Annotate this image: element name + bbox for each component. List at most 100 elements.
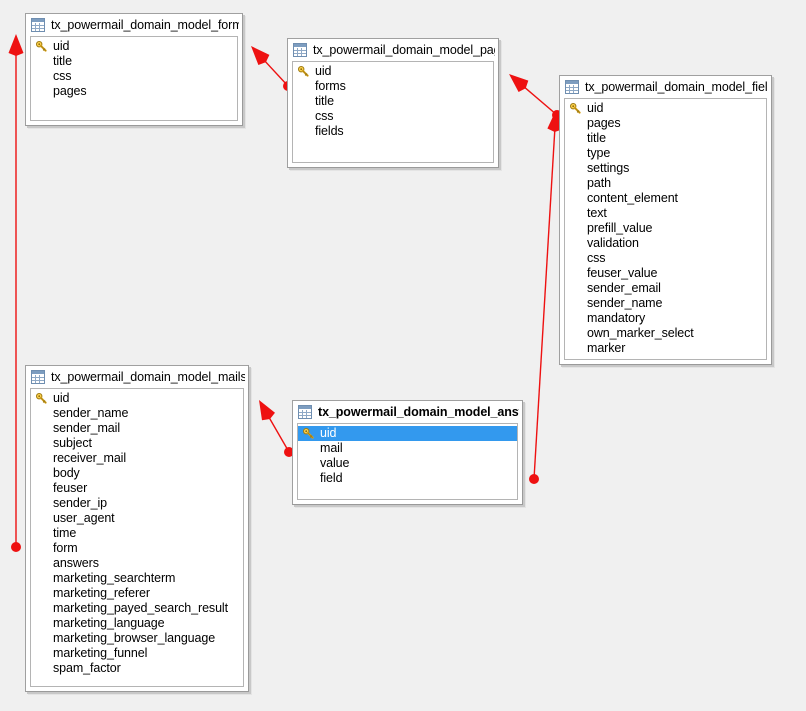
- attribute-row[interactable]: uid: [565, 101, 766, 116]
- attribute-label: answers: [53, 556, 99, 570]
- attribute-label: uid: [320, 426, 337, 440]
- attribute-label: feuser_value: [587, 266, 658, 280]
- attribute-row[interactable]: path: [565, 176, 766, 191]
- attribute-label: body: [53, 466, 80, 480]
- attribute-label: prefill_value: [587, 221, 653, 235]
- attribute-row[interactable]: value: [298, 456, 517, 471]
- attribute-row[interactable]: field: [298, 471, 517, 486]
- attribute-icon-spacer: [302, 442, 315, 455]
- entity-title: tx_powermail_domain_model_answer: [318, 405, 519, 419]
- attribute-row[interactable]: forms: [293, 79, 493, 94]
- attribute-row[interactable]: marketing_searchterm: [31, 571, 243, 586]
- primary-key-icon: [35, 40, 48, 53]
- relation-line: [518, 81, 558, 116]
- attribute-row[interactable]: validation: [565, 236, 766, 251]
- attribute-label: fields: [315, 124, 344, 138]
- attribute-row[interactable]: marketing_language: [31, 616, 243, 631]
- attribute-label: path: [587, 176, 611, 190]
- attribute-icon-spacer: [35, 70, 48, 83]
- attribute-row[interactable]: body: [31, 466, 243, 481]
- attribute-row[interactable]: spam_factor: [31, 661, 243, 676]
- attribute-row[interactable]: css: [565, 251, 766, 266]
- attribute-row[interactable]: title: [31, 54, 237, 69]
- attribute-icon-spacer: [569, 342, 582, 355]
- relation-arrowhead: [259, 400, 275, 421]
- attribute-row[interactable]: title: [565, 131, 766, 146]
- attribute-row[interactable]: user_agent: [31, 511, 243, 526]
- attribute-row[interactable]: marketing_browser_language: [31, 631, 243, 646]
- attribute-label: text: [587, 206, 607, 220]
- attribute-row[interactable]: css: [31, 69, 237, 84]
- attribute-row[interactable]: fields: [293, 124, 493, 139]
- attribute-label: pages: [587, 116, 621, 130]
- attribute-label: own_marker_select: [587, 326, 694, 340]
- attribute-icon-spacer: [35, 407, 48, 420]
- attribute-row[interactable]: sender_name: [565, 296, 766, 311]
- attribute-row[interactable]: text: [565, 206, 766, 221]
- attribute-row[interactable]: time: [31, 526, 243, 541]
- attribute-icon-spacer: [302, 472, 315, 485]
- attribute-row[interactable]: subject: [31, 436, 243, 451]
- attribute-row[interactable]: feuser_value: [565, 266, 766, 281]
- attribute-row-selected[interactable]: uid: [298, 426, 517, 441]
- attribute-row[interactable]: pages: [31, 84, 237, 99]
- attribute-row[interactable]: feuser: [31, 481, 243, 496]
- attribute-row[interactable]: marketing_funnel: [31, 646, 243, 661]
- attribute-row[interactable]: mandatory: [565, 311, 766, 326]
- attribute-label: field: [320, 471, 343, 485]
- relation-arrowhead: [8, 34, 24, 56]
- attribute-row[interactable]: marketing_payed_search_result: [31, 601, 243, 616]
- attribute-row[interactable]: content_element: [565, 191, 766, 206]
- entity-header-answer[interactable]: tx_powermail_domain_model_answer: [293, 401, 522, 423]
- entity-header-pages[interactable]: tx_powermail_domain_model_pages: [288, 39, 498, 61]
- attribute-row[interactable]: settings: [565, 161, 766, 176]
- attribute-row[interactable]: sender_mail: [31, 421, 243, 436]
- attribute-row[interactable]: uid: [31, 39, 237, 54]
- table-icon: [31, 18, 45, 32]
- attribute-row[interactable]: sender_ip: [31, 496, 243, 511]
- attribute-row[interactable]: sender_name: [31, 406, 243, 421]
- attribute-row[interactable]: own_marker_select: [565, 326, 766, 341]
- attribute-icon-spacer: [569, 192, 582, 205]
- attribute-icon-spacer: [35, 452, 48, 465]
- attribute-row[interactable]: type: [565, 146, 766, 161]
- attribute-label: title: [53, 54, 72, 68]
- attribute-label: content_element: [587, 191, 678, 205]
- attribute-row[interactable]: pages: [565, 116, 766, 131]
- attribute-row[interactable]: uid: [31, 391, 243, 406]
- attribute-label: receiver_mail: [53, 451, 127, 465]
- attribute-icon-spacer: [569, 267, 582, 280]
- attribute-row[interactable]: mail: [298, 441, 517, 456]
- attribute-label: marketing_browser_language: [53, 631, 216, 645]
- attribute-label: marketing_searchterm: [53, 571, 176, 585]
- entity-header-forms[interactable]: tx_powermail_domain_model_forms: [26, 14, 242, 36]
- attribute-label: css: [53, 69, 72, 83]
- entity-header-fields[interactable]: tx_powermail_domain_model_fields: [560, 76, 771, 98]
- attribute-icon-spacer: [35, 527, 48, 540]
- attribute-row[interactable]: answers: [31, 556, 243, 571]
- attribute-row[interactable]: form: [31, 541, 243, 556]
- attribute-row[interactable]: receiver_mail: [31, 451, 243, 466]
- attribute-label: subject: [53, 436, 92, 450]
- attribute-row[interactable]: uid: [293, 64, 493, 79]
- attribute-row[interactable]: title: [293, 94, 493, 109]
- attribute-row[interactable]: marketing_referer: [31, 586, 243, 601]
- attribute-row[interactable]: prefill_value: [565, 221, 766, 236]
- attribute-row[interactable]: marker: [565, 341, 766, 356]
- entity-title: tx_powermail_domain_model_fields: [585, 80, 768, 94]
- attribute-label: uid: [315, 64, 332, 78]
- attribute-row[interactable]: sender_email: [565, 281, 766, 296]
- attribute-icon-spacer: [569, 207, 582, 220]
- entity-header-mails[interactable]: tx_powermail_domain_model_mails: [26, 366, 248, 388]
- attribute-row[interactable]: css: [293, 109, 493, 124]
- attribute-icon-spacer: [35, 437, 48, 450]
